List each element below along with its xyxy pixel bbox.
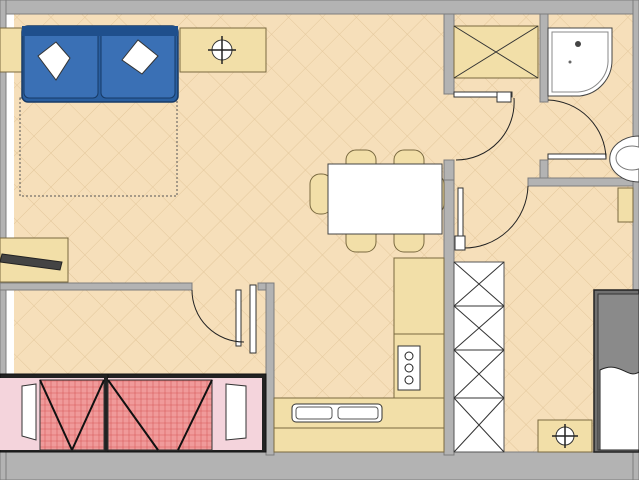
double-bed-icon [593, 289, 639, 453]
dining-table-icon [309, 149, 445, 253]
door-icon [454, 185, 529, 251]
side-cabinet [0, 27, 23, 73]
washbasin-icon [609, 135, 639, 183]
floor-lamp-icon [552, 424, 578, 448]
sink-icon [291, 403, 383, 423]
nightstand [617, 187, 634, 223]
wardrobe-icon [453, 261, 505, 453]
single-bed-icon [107, 373, 267, 453]
single-bed-icon [0, 373, 109, 453]
door-icon [191, 284, 257, 354]
floor-lamp-icon [208, 36, 236, 64]
door-icon [547, 99, 607, 160]
stove-icon [397, 345, 421, 391]
door-icon [453, 91, 515, 161]
sofa-icon [21, 25, 179, 103]
shower-icon [547, 27, 613, 97]
tv-icon [0, 253, 63, 271]
rug [19, 97, 178, 197]
interior-walls [0, 13, 634, 456]
